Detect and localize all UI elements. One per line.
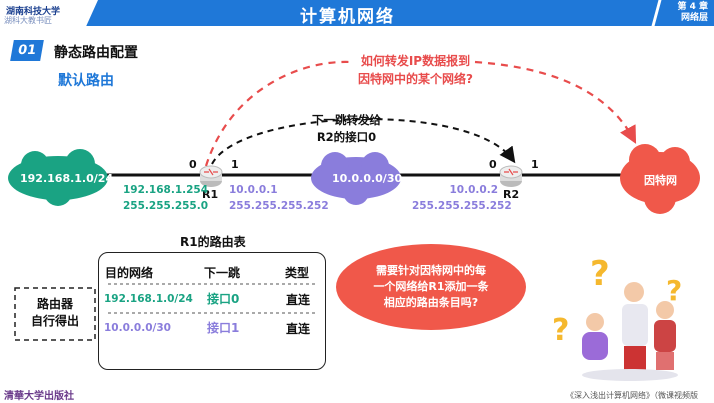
cloud-internet [620,144,700,214]
side-dashed-box [14,287,96,341]
r2-label: R2 [503,188,520,201]
svg-text:?: ? [552,313,569,348]
university-logo: 湖南科技大学湖科大教书匠 [0,0,98,26]
col-next-hop: 下一跳 [204,266,241,280]
section-title: 静态路由配置 [54,45,138,61]
row2-next-hop: 接口1 [207,321,240,335]
logo-text: 湖南科技大学 [6,7,61,17]
page-title: 计算机网络 [300,7,395,27]
red-dashed-arc [204,60,634,167]
col-destination: 目的网络 [105,266,154,280]
row1-next-hop: 接口0 [207,292,240,306]
router-r2-icon [499,165,523,187]
internet-label: 因特网 [644,174,677,187]
r1-port0: 0 [189,158,197,171]
section-subtitle: 默认路由 [58,73,114,89]
header-bar: 湖南科技大学湖科大教书匠 计算机网络 第 4 章网络层 [0,0,714,27]
chapter-label: 第 4 章网络层 [677,2,708,23]
row2-type: 直连 [286,322,311,336]
r2-port1: 1 [531,158,539,171]
side-label: 路由器自行得出 [31,297,80,328]
router-r1-icon [199,165,223,187]
cloud-middle [311,152,401,205]
row1-destination: 192.168.1.0/24 [104,293,193,305]
overlay-text: 湖科大教书匠 [4,16,52,25]
book-title: 《深入浅出计算机网络》（微课视频版 [566,391,698,400]
net-left-label: 192.168.1.0/24 [20,172,114,185]
net-mid-label: 10.0.0.0/30 [332,172,403,185]
routing-table [98,252,326,370]
r2-port0: 0 [489,158,497,171]
r1-label: R1 [202,188,219,201]
cloud-left [8,149,108,206]
question-text: 如何转发IP数据报到因特网中的某个网络? [358,54,473,86]
col-type: 类型 [285,266,310,280]
publisher-logo: 清華大学出版社 [4,391,74,402]
r1-port1: 1 [231,158,239,171]
routing-table-title: R1的路由表 [180,235,246,249]
svg-text:?: ? [666,274,682,307]
row1-type: 直连 [286,293,311,307]
black-dashed-arc [211,118,516,165]
speech-bubble: 需要针对因特网中的每一个网络给R1添加一条相应的路由条目吗? [336,244,526,330]
people-illustration: ? ? ? [552,254,682,381]
row2-destination: 10.0.0.0/30 [104,322,171,334]
svg-text:?: ? [590,254,610,294]
